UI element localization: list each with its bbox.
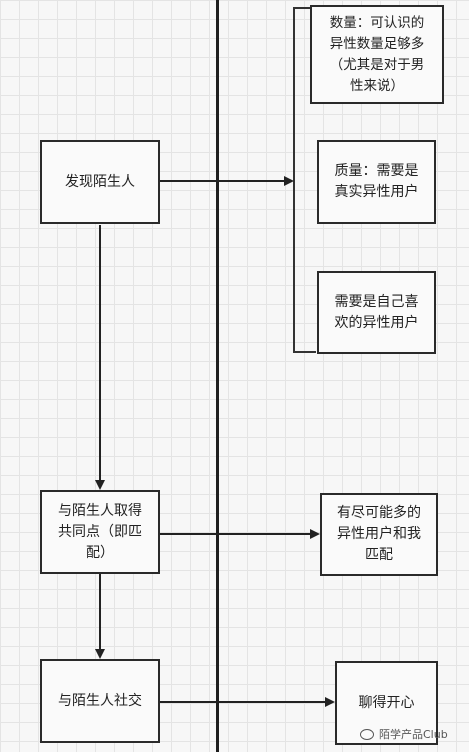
node-preference: 需要是自己喜 欢的异性用户 — [317, 271, 436, 354]
requirements-bracket — [293, 7, 316, 353]
node-find-common-ground: 与陌生人取得 共同点（即匹 配） — [40, 490, 160, 574]
node-quality: 质量：需要是 真实异性用户 — [317, 140, 436, 224]
node-quantity: 数量：可认识的 异性数量足够多 （尤其是对于男 性来说） — [310, 5, 444, 104]
node-enjoy-chat: 聊得开心 — [335, 661, 438, 745]
watermark-text: 陌学产品Club — [379, 728, 448, 741]
lane-divider — [216, 0, 219, 752]
node-discover-stranger: 发现陌生人 — [40, 140, 160, 224]
node-match-many: 有尽可能多的 异性用户和我 匹配 — [320, 493, 438, 576]
watermark: 陌学产品Club — [360, 724, 465, 744]
wechat-icon — [360, 728, 374, 740]
node-socialize: 与陌生人社交 — [40, 659, 160, 743]
